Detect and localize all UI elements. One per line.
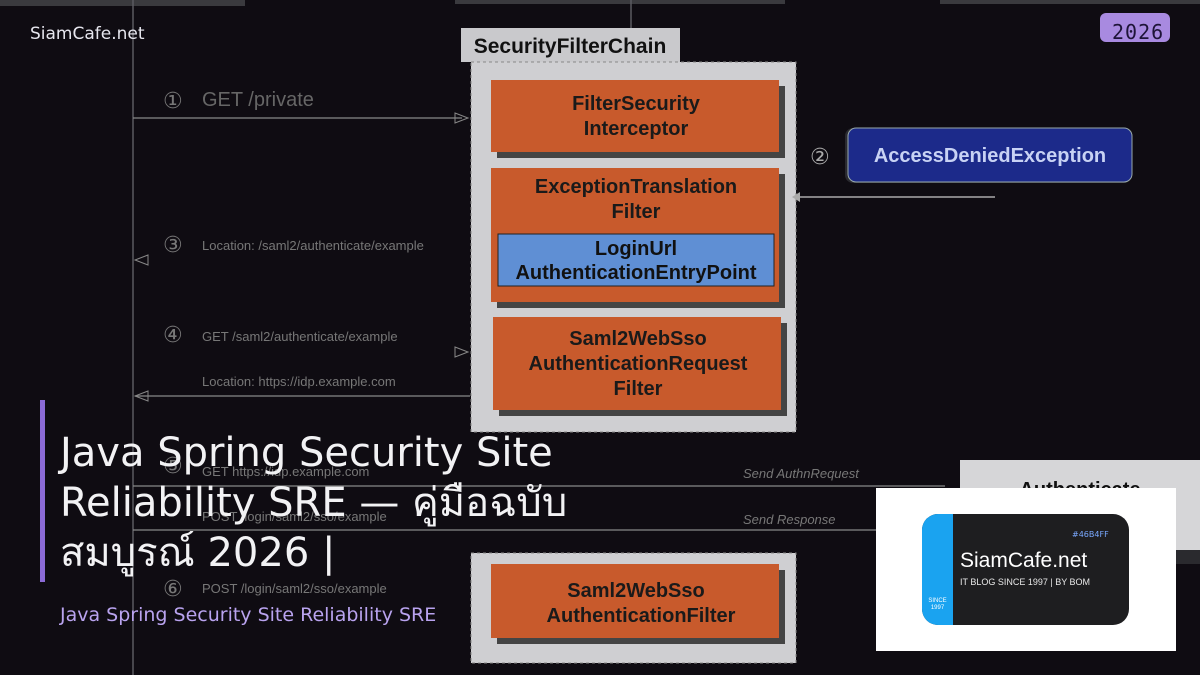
site-label[interactable]: SiamCafe.net [30,24,145,44]
chain-title-bg [461,28,680,62]
filter3-label-1: Saml2WebSso [569,328,706,350]
entry-label-1: LoginUrl [595,238,677,260]
year-badge-text: 2026 [1112,20,1165,44]
chain-title: SecurityFilterChain [474,35,667,58]
msg-get-idp: GET https://idp.example.com [202,464,369,479]
year-badge [1100,13,1170,42]
entry-label-2: AuthenticationEntryPoint [515,262,756,284]
brand-color-code: #46B4FF [1072,530,1109,539]
filter3-label-3: Filter [614,378,663,400]
msg4-arrowhead [454,346,470,358]
title-accent-bar [40,400,45,582]
filter2-label-1: ExceptionTranslation [535,176,737,198]
brand-card-panel: #46B4FF SiamCafe.net IT BLOG SINCE 1997 … [922,514,1129,625]
filter4-label-2: AuthenticationFilter [547,605,736,627]
exception-label: AccessDeniedException [874,145,1106,167]
msg-post-sso-b: POST /login/saml2/sso/example [202,509,387,524]
brand-tagline: IT BLOG SINCE 1997 | BY BOM [960,577,1091,587]
login-entry-point-box [497,233,775,287]
access-denied-exception-box [847,127,1133,183]
msg3-arrowhead [133,254,149,266]
filter-security-interceptor-box [491,80,779,152]
top-bar-center [455,0,785,4]
filter2-label-2: Filter [612,201,661,223]
top-bar-left [0,0,245,6]
exception-arrowhead [792,192,800,202]
msg-post-sso: POST /login/saml2/sso/example [202,581,387,596]
step1-marker: ① [163,89,183,114]
article-title: Java Spring Security Site Reliability SR… [60,430,568,576]
msg4b-arrowhead [133,390,149,402]
msg-location-authenticate: Location: /saml2/authenticate/example [202,238,424,253]
msg1-arrowhead [454,112,470,124]
top-bar-right [940,0,1200,4]
msg-get-authenticate: GET /saml2/authenticate/example [202,329,398,344]
brand-name: SiamCafe.net [960,549,1088,572]
msg-send-response: Send Response [743,512,836,527]
filter1-label-1: FilterSecurity [572,93,701,115]
msg-location-idp: Location: https://idp.example.com [202,374,396,389]
step2-marker: ② [810,145,830,170]
filter3-label-2: AuthenticationRequest [529,353,748,375]
saml2-authn-request-filter-box [493,317,781,410]
step5-marker: ⑤ [163,454,183,479]
step6-marker: ⑥ [163,577,183,602]
saml2-authentication-filter-box [491,564,779,638]
msg-get-private: GET /private [202,89,314,111]
step4-marker: ④ [163,323,183,348]
article-subtitle: Java Spring Security Site Reliability SR… [60,604,437,626]
filter4-label-1: Saml2WebSso [567,580,704,602]
msg-send-authn: Send AuthnRequest [743,466,860,481]
brand-since-badge: SINCE 1997 [928,598,947,611]
filter1-label-2: Interceptor [584,118,689,140]
step3-marker: ③ [163,233,183,258]
brand-card-stripe [922,514,953,625]
